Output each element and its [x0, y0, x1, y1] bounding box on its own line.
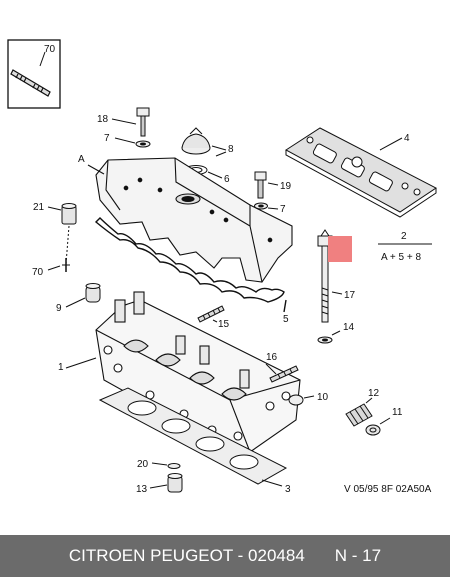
footer-page-label: N - 17 — [334, 546, 382, 565]
callout-6: 6 — [224, 174, 230, 185]
cap-11-icon — [365, 417, 391, 436]
callout-70-left: 70 — [32, 267, 44, 278]
callout-13: 13 — [136, 484, 148, 495]
stud-16-icon — [265, 363, 299, 383]
callout-12: 12 — [368, 388, 380, 399]
callout-70-top: 70 — [44, 44, 56, 55]
callout-21: 21 — [33, 202, 45, 213]
callout-16: 16 — [266, 352, 278, 363]
exploded-parts-diagram: 70 18 7 8 6 A 19 7 4 21 70 2 A + 5 + 8 9… — [7, 39, 437, 495]
thread-insert-12-icon — [345, 397, 373, 427]
plug-9-icon — [65, 283, 101, 308]
callout-7-left: 7 — [104, 133, 110, 144]
callout-9: 9 — [56, 303, 62, 314]
head-bolt-17-icon — [317, 229, 343, 323]
footer-bar: CITROEN PEUGEOT - 020484 N - 17 — [0, 535, 450, 577]
stud-15-icon — [197, 305, 225, 323]
footer-part-number: CITROEN PEUGEOT - 020484 — [68, 546, 305, 565]
highlight-marker — [328, 236, 352, 262]
washer-14-icon — [317, 330, 341, 344]
gasket-set-4-icon — [285, 127, 437, 218]
callout-8: 8 — [228, 144, 234, 155]
callout-2: 2 — [401, 231, 407, 242]
callout-5: 5 — [283, 314, 289, 325]
bolt-18-icon — [111, 107, 150, 137]
callout-15: 15 — [218, 319, 230, 330]
callout-20: 20 — [137, 459, 149, 470]
callout-19: 19 — [280, 181, 292, 192]
reference-code: V 05/95 8F 02A50A — [344, 484, 432, 495]
callout-3: 3 — [285, 484, 291, 495]
callout-formula: A + 5 + 8 — [381, 252, 421, 263]
callout-a: A — [78, 154, 85, 165]
stud-inset — [7, 39, 61, 109]
washer-7-right-icon — [254, 202, 279, 210]
plug-13-icon — [149, 473, 183, 493]
oil-filler-cap-icon — [181, 127, 227, 155]
stud-70-small-icon — [47, 258, 70, 272]
washer-20-icon — [151, 462, 181, 469]
callout-10: 10 — [317, 392, 329, 403]
callout-14: 14 — [343, 322, 355, 333]
callout-4: 4 — [404, 133, 410, 144]
head-gasket-3-icon — [98, 387, 288, 487]
callout-18: 18 — [97, 114, 109, 125]
stud-70-icon — [10, 69, 51, 97]
plug-10-icon — [288, 394, 315, 406]
callout-7-right: 7 — [280, 204, 286, 215]
plug-21-icon — [47, 203, 77, 265]
callout-17: 17 — [344, 290, 356, 301]
washer-7-left-icon — [114, 137, 151, 148]
bolt-19-icon — [254, 171, 279, 199]
callout-1: 1 — [58, 362, 64, 373]
cover-gasket-5-icon — [94, 217, 287, 313]
callout-11: 11 — [392, 407, 403, 418]
